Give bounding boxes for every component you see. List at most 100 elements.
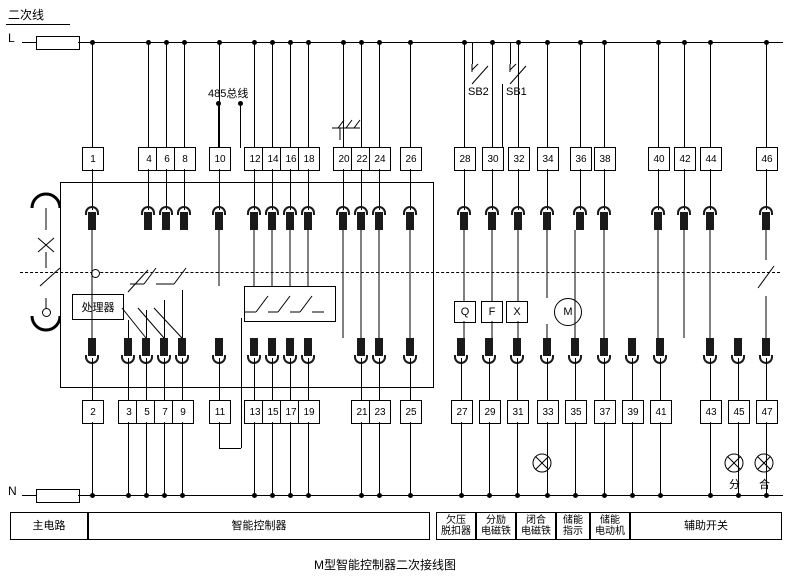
pin-cap-top-38 bbox=[597, 206, 611, 215]
pin-body-bottom-7 bbox=[160, 338, 168, 356]
junction-dot-top-22 bbox=[359, 40, 364, 45]
wire-live-to-terminal-10 bbox=[219, 42, 220, 147]
terminal-top-6: 6 bbox=[156, 147, 178, 171]
sb1-label: SB1 bbox=[506, 86, 527, 98]
wire-terminal-to-neutral-19 bbox=[308, 422, 309, 495]
wire-terminal-to-pin-8 bbox=[184, 169, 185, 210]
pin-body-bottom-29 bbox=[485, 338, 493, 356]
pin-cap-top-46 bbox=[759, 206, 773, 215]
wire-terminal-to-pin-14 bbox=[272, 169, 273, 210]
wire-pin-to-terminal-27 bbox=[461, 358, 462, 400]
terminal-bottom-39: 39 bbox=[622, 400, 644, 424]
wire-terminal-to-neutral-23 bbox=[379, 422, 380, 495]
junction-dot-top-44 bbox=[708, 40, 713, 45]
line-neutral-label: N bbox=[8, 484, 17, 498]
wire-terminal-to-neutral-9 bbox=[182, 422, 183, 495]
pin-body-bottom-45 bbox=[734, 338, 742, 356]
wire-pin-to-terminal-11 bbox=[219, 358, 220, 400]
wire-live-to-terminal-16 bbox=[290, 42, 291, 147]
wire-terminal-to-neutral-41 bbox=[660, 422, 661, 495]
junction-dot-top-6 bbox=[164, 40, 169, 45]
pin-body-top-28 bbox=[460, 212, 468, 230]
wire-terminal-to-neutral-35 bbox=[575, 422, 576, 495]
wire-terminal-to-neutral-2 bbox=[92, 422, 93, 495]
wire-pin-to-terminal-21 bbox=[361, 358, 362, 400]
junction-dot-top-4 bbox=[146, 40, 151, 45]
junction-dot-bottom-2 bbox=[90, 493, 95, 498]
terminal-top-32: 32 bbox=[508, 147, 530, 171]
terminal-bottom-19: 19 bbox=[298, 400, 320, 424]
junction-dot-top-30 bbox=[490, 40, 495, 45]
terminal-bottom-11: 11 bbox=[209, 400, 231, 424]
wire-pin-to-terminal-23 bbox=[379, 358, 380, 400]
pin-body-bottom-21 bbox=[357, 338, 365, 356]
pin-cap-top-22 bbox=[354, 206, 368, 215]
internal-link-0 bbox=[128, 320, 129, 338]
wire-live-to-terminal-24 bbox=[379, 42, 380, 147]
pin-body-top-6 bbox=[162, 212, 170, 230]
junction-dot-top-20 bbox=[341, 40, 346, 45]
terminal-top-36: 36 bbox=[570, 147, 592, 171]
wire-pin-to-terminal-2 bbox=[92, 358, 93, 400]
wire-pin-to-terminal-17 bbox=[290, 358, 291, 400]
pin-cap-top-24 bbox=[372, 206, 386, 215]
wire-sb2-bottom bbox=[464, 84, 465, 147]
pin-cap-top-28 bbox=[457, 206, 471, 215]
wire-live-to-terminal-12 bbox=[254, 42, 255, 147]
terminal-bottom-21: 21 bbox=[351, 400, 373, 424]
wire-pin-to-terminal-13 bbox=[254, 358, 255, 400]
terminal-bottom-41: 41 bbox=[650, 400, 672, 424]
pin-body-top-42 bbox=[680, 212, 688, 230]
motor-symbol: M bbox=[554, 298, 582, 326]
terminal-top-8: 8 bbox=[174, 147, 196, 171]
pin-cap-top-6 bbox=[159, 206, 173, 215]
terminal-bottom-25: 25 bbox=[400, 400, 422, 424]
device-wiring bbox=[463, 230, 775, 338]
device-x: X bbox=[506, 301, 528, 323]
wire-terminal-to-pin-4 bbox=[148, 169, 149, 210]
top-label: 二次线 bbox=[8, 8, 45, 22]
wire-terminal-to-pin-46 bbox=[766, 169, 767, 210]
pin-cap-top-10 bbox=[212, 206, 226, 215]
wire-terminal-to-pin-42 bbox=[684, 169, 685, 210]
footer-cell-undervoltage: 欠压 脱扣器 bbox=[436, 512, 476, 540]
pin-body-top-38 bbox=[600, 212, 608, 230]
terminal-top-28: 28 bbox=[454, 147, 476, 171]
wire-pin-to-terminal-43 bbox=[710, 358, 711, 400]
wire-pin-to-terminal-47 bbox=[766, 358, 767, 400]
junction-dot-top-36 bbox=[578, 40, 583, 45]
live-bus-right bbox=[78, 42, 783, 43]
neutral-bus-left bbox=[22, 495, 36, 496]
wire-live-to-terminal-32 bbox=[518, 42, 519, 147]
wire-pin-to-terminal-33 bbox=[547, 358, 548, 400]
wire-terminal-to-neutral-21 bbox=[361, 422, 362, 495]
pin-body-top-1 bbox=[88, 212, 96, 230]
wire-pin-to-terminal-39 bbox=[632, 358, 633, 400]
wire-terminal-to-neutral-5 bbox=[146, 422, 147, 495]
wire-live-to-terminal-40 bbox=[658, 42, 659, 147]
wire-live-to-terminal-6 bbox=[166, 42, 167, 147]
terminal-bottom-33: 33 bbox=[537, 400, 559, 424]
junction-dot-bottom-21 bbox=[359, 493, 364, 498]
junction-dot-bottom-15 bbox=[270, 493, 275, 498]
footer-cell-storage-motor: 储能 电动机 bbox=[590, 512, 630, 540]
wire-live-to-terminal-44 bbox=[710, 42, 711, 147]
terminal-top-16: 16 bbox=[280, 147, 302, 171]
mid-dashed-line bbox=[20, 272, 780, 273]
pin-cap-top-8 bbox=[177, 206, 191, 215]
junction-dot-top-28 bbox=[462, 40, 467, 45]
terminal-bottom-9: 9 bbox=[172, 400, 194, 424]
junction-dot-top-16 bbox=[288, 40, 293, 45]
junction-dot-top-40 bbox=[656, 40, 661, 45]
pin-body-bottom-37 bbox=[600, 338, 608, 356]
processor-box: 处理器 bbox=[72, 294, 124, 320]
wire-terminal-to-pin-20 bbox=[343, 169, 344, 210]
contact-group-symbols bbox=[244, 295, 324, 313]
pin-body-top-14 bbox=[268, 212, 276, 230]
terminal-top-26: 26 bbox=[400, 147, 422, 171]
pin-cap-top-16 bbox=[283, 206, 297, 215]
pin-body-top-46 bbox=[762, 212, 770, 230]
wire-pin-to-terminal-9 bbox=[182, 358, 183, 400]
antenna-icon bbox=[332, 119, 361, 140]
junction-dot-top-10 bbox=[217, 40, 222, 45]
